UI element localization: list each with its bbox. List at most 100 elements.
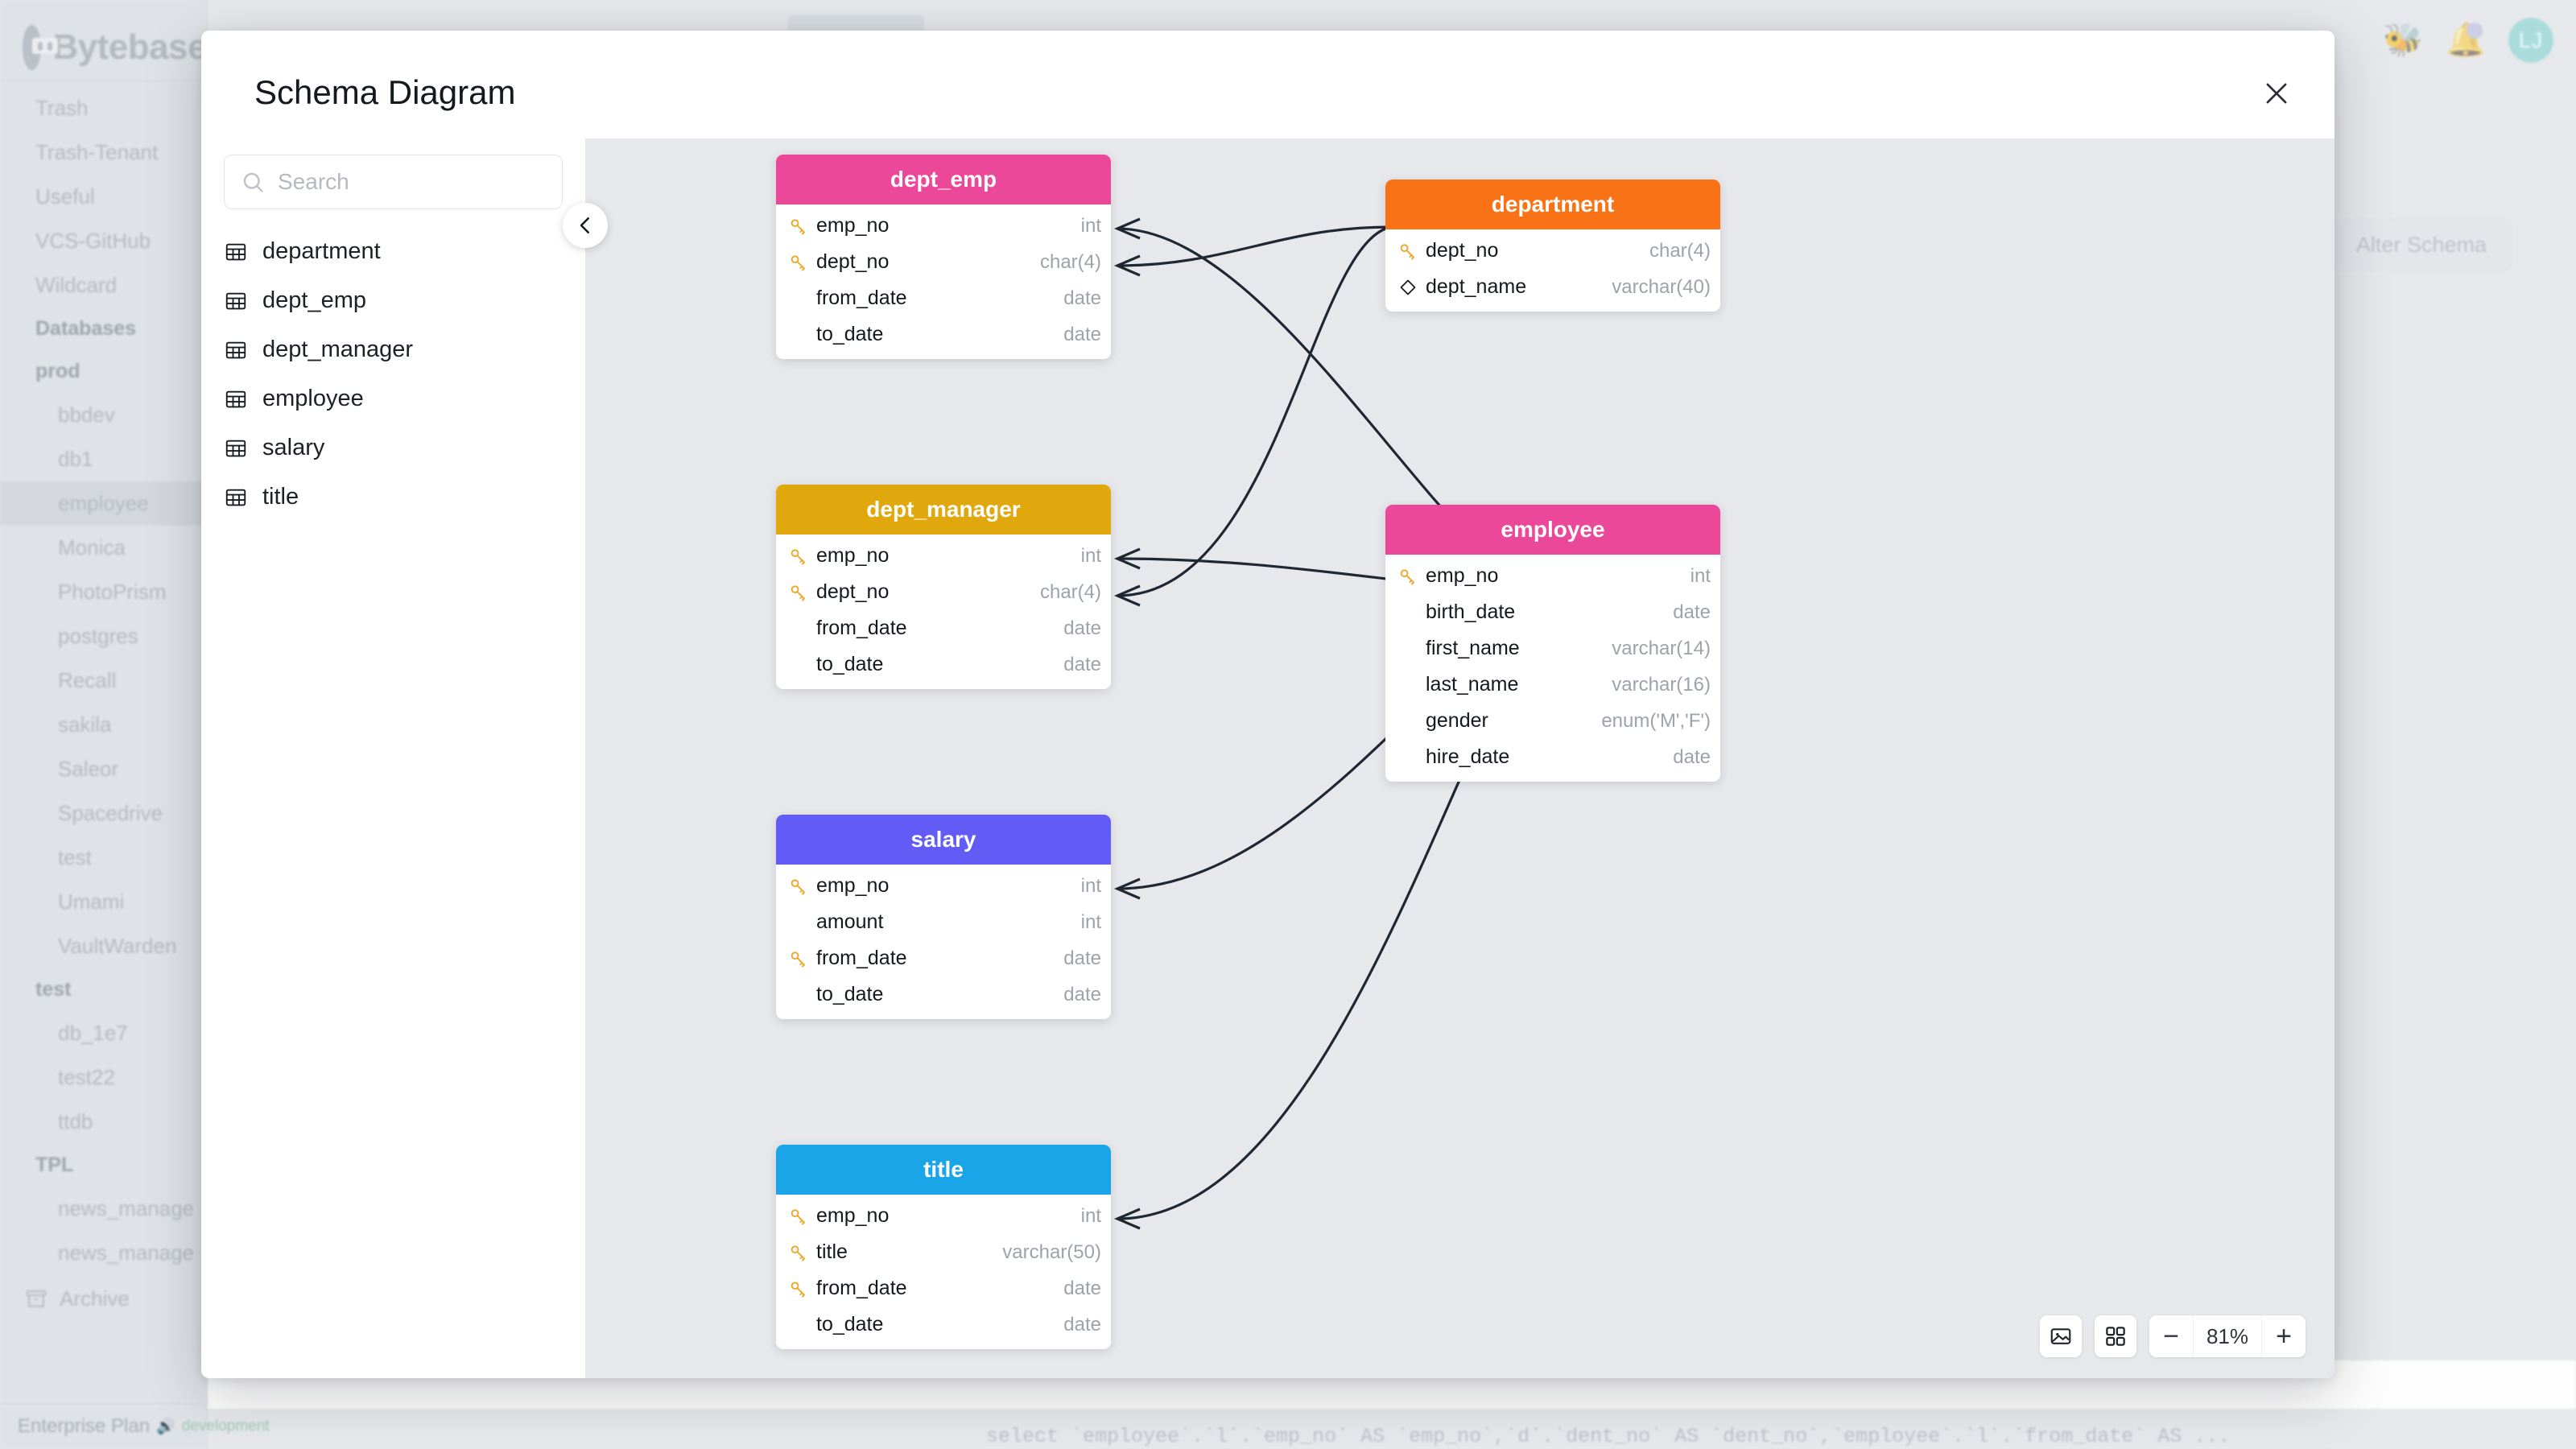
sidebar-item-ttdb[interactable]: ttdb bbox=[58, 1109, 93, 1133]
search-input[interactable] bbox=[278, 169, 546, 195]
table-list-item-department[interactable]: department bbox=[201, 227, 585, 276]
avatar[interactable]: LJ bbox=[2508, 18, 2553, 63]
close-button[interactable] bbox=[2254, 71, 2299, 116]
sidebar-item-trash-tenant[interactable]: Trash-Tenant bbox=[35, 140, 159, 164]
sidebar-item-db-1e7[interactable]: db_1e7 bbox=[58, 1021, 128, 1045]
sidebar-item-bbdev[interactable]: bbdev bbox=[58, 402, 115, 427]
sidebar-item-db1[interactable]: db1 bbox=[58, 447, 93, 471]
sidebar-item-monica[interactable]: Monica bbox=[58, 535, 126, 559]
bug-icon[interactable]: 🐝 bbox=[2383, 23, 2423, 58]
arrow-dept_manager-emp_no bbox=[1113, 547, 1141, 570]
sidebar-item-test22[interactable]: test22 bbox=[58, 1065, 115, 1089]
table-list-item-salary[interactable]: salary bbox=[201, 423, 585, 473]
table-list-item-title[interactable]: title bbox=[201, 473, 585, 522]
primary-key-icon bbox=[791, 1208, 805, 1225]
sidebar-item-news-manage[interactable]: news_manage bbox=[58, 1196, 195, 1220]
sidebar-item-employee[interactable]: employee bbox=[0, 481, 207, 526]
table-node-header: title bbox=[776, 1145, 1111, 1195]
sidebar-item-postgres[interactable]: postgres bbox=[58, 624, 138, 648]
alter-schema-button[interactable]: Alter Schema bbox=[2330, 219, 2512, 271]
sidebar-item-archive[interactable]: Archive bbox=[0, 1275, 207, 1323]
sidebar-item-useful[interactable]: Useful bbox=[35, 184, 95, 208]
zoom-out-button[interactable]: − bbox=[2163, 1321, 2179, 1352]
column-icon-slot bbox=[1397, 278, 1419, 297]
table-list-item-dept_emp[interactable]: dept_emp bbox=[201, 276, 585, 325]
sidebar-item-umami[interactable]: Umami bbox=[58, 890, 125, 914]
sidebar-item-wildcard[interactable]: Wildcard bbox=[35, 273, 118, 297]
plan-indicator[interactable]: Enterprise Plan 🔊 development bbox=[0, 1403, 270, 1449]
sidebar-item-recall[interactable]: Recall bbox=[58, 668, 117, 692]
sidebar-item-prod: prod bbox=[35, 360, 80, 382]
column-name: dept_no bbox=[816, 250, 890, 273]
collapse-panel-button[interactable] bbox=[563, 203, 608, 248]
plan-mode-label: development bbox=[181, 1418, 270, 1435]
search-box[interactable] bbox=[224, 155, 563, 209]
bell-icon[interactable]: 🔔 bbox=[2446, 23, 2486, 58]
sidebar-item-news-manage[interactable]: news_manage bbox=[58, 1241, 195, 1265]
arrow-dept_emp-emp_no bbox=[1113, 217, 1141, 240]
arrow-salary-emp_no bbox=[1113, 877, 1141, 900]
table-node-header: department bbox=[1385, 180, 1720, 229]
zoom-level-label[interactable]: 81% bbox=[2193, 1315, 2262, 1357]
table-list-item-dept_manager[interactable]: dept_manager bbox=[201, 325, 585, 374]
column-icon-slot bbox=[787, 253, 810, 272]
column-name: dept_no bbox=[1426, 239, 1499, 262]
column-type: int bbox=[1080, 910, 1101, 933]
export-image-button[interactable] bbox=[2040, 1315, 2082, 1357]
column-name: emp_no bbox=[816, 1204, 890, 1227]
sidebar-item-trash[interactable]: Trash bbox=[35, 96, 89, 120]
column-type: date bbox=[1063, 323, 1101, 345]
modal-body: department dept_emp dept_manager employe… bbox=[201, 138, 2334, 1378]
table-list-item-employee[interactable]: employee bbox=[201, 374, 585, 423]
primary-key-icon bbox=[791, 878, 805, 895]
sidebar-item-photoprism[interactable]: PhotoPrism bbox=[58, 580, 167, 604]
sidebar-item-test: test bbox=[35, 978, 72, 1001]
sidebar-item-saleor[interactable]: Saleor bbox=[58, 757, 119, 781]
auto-layout-button[interactable] bbox=[2095, 1315, 2136, 1357]
sidebar-item-spacedrive[interactable]: Spacedrive bbox=[58, 801, 163, 825]
column-type: date bbox=[1063, 653, 1101, 675]
column-type: date bbox=[1063, 983, 1101, 1005]
sidebar-item-vcs-github[interactable]: VCS-GitHub bbox=[35, 229, 151, 253]
sidebar-item-sakila[interactable]: sakila bbox=[58, 712, 112, 737]
column-type: varchar(14) bbox=[1612, 637, 1711, 659]
sidebar-item-test[interactable]: test bbox=[58, 845, 92, 869]
archive-icon bbox=[26, 1290, 47, 1307]
zoom-in-button[interactable]: + bbox=[2276, 1321, 2292, 1352]
app-logo[interactable]: Bytebase bbox=[0, 0, 207, 77]
sidebar-item-vaultwarden[interactable]: VaultWarden bbox=[58, 934, 177, 958]
